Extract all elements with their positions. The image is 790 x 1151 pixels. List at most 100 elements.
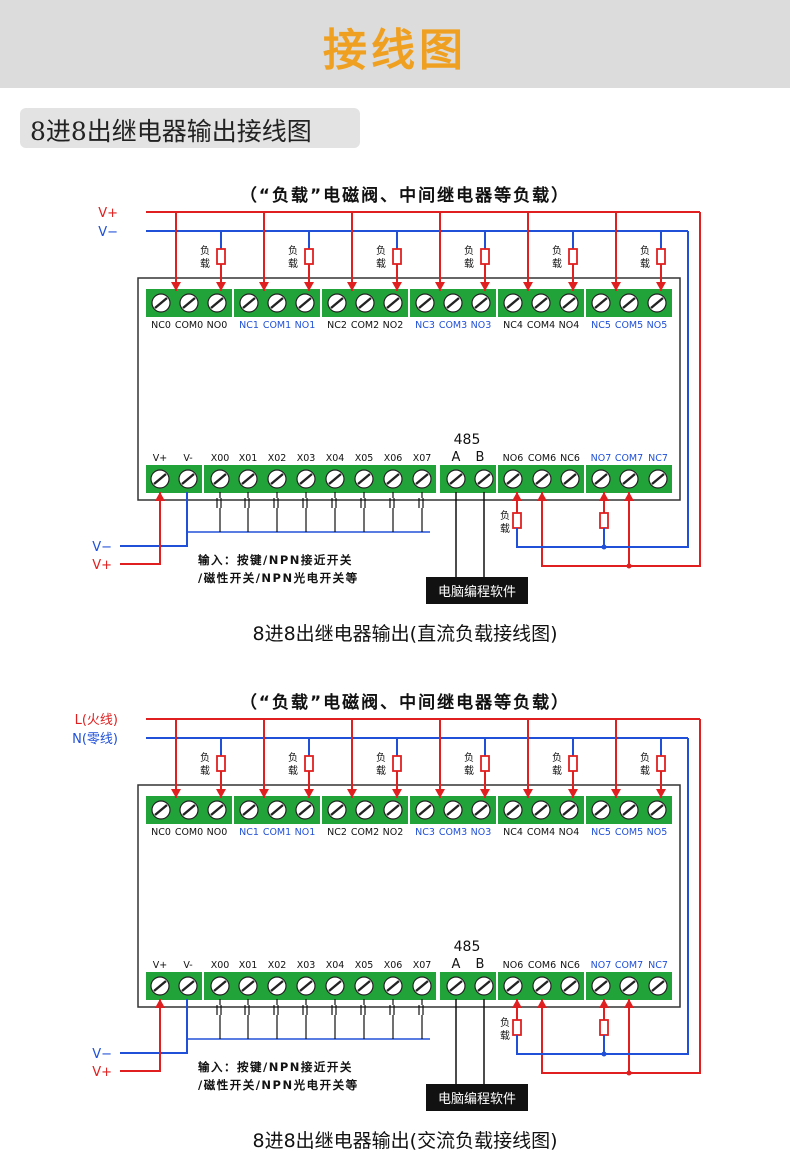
screw-slot	[506, 804, 520, 816]
screw-slot	[330, 804, 344, 816]
screw-slot	[449, 980, 463, 992]
relay-terminal-label: COM1	[263, 827, 291, 838]
load-note: （“负载”电磁阀、中间继电器等负载）	[240, 185, 570, 206]
relay-terminal-label: COM1	[263, 320, 291, 331]
screw-slot	[650, 297, 664, 309]
arrow-up-icon	[624, 492, 634, 501]
input-terminal-label: X07	[413, 453, 432, 464]
input-terminal-label: X03	[297, 453, 316, 464]
screw-slot	[446, 297, 460, 309]
load-label: 负	[552, 244, 562, 257]
screw-slot	[474, 297, 488, 309]
screw-slot	[270, 297, 284, 309]
screw-slot	[358, 297, 372, 309]
relay-terminal-label: COM3	[439, 827, 467, 838]
junction-dot	[601, 544, 607, 550]
relay-terminal-label: NO4	[559, 320, 580, 331]
input-terminal-label: V+	[153, 960, 167, 971]
rs485-a-label: A	[452, 450, 461, 465]
relay-terminal-label: NC2	[327, 827, 347, 838]
load-resistor-icon	[216, 248, 226, 265]
input-terminal-label: X05	[355, 453, 374, 464]
load-note: （“负载”电磁阀、中间继电器等负载）	[240, 692, 570, 713]
relay-terminal-label: NC6	[560, 960, 580, 971]
input-positive-label: V+	[92, 558, 112, 573]
screw-slot	[474, 804, 488, 816]
screw-slot	[270, 473, 284, 485]
load-resistor-icon	[480, 755, 490, 772]
screw-slot	[154, 804, 168, 816]
load-label: 载	[464, 765, 474, 777]
relay-terminal-label: NC5	[591, 827, 611, 838]
input-terminal-label: X01	[239, 453, 258, 464]
arrow-down-icon	[611, 789, 621, 798]
load-resistor-icon	[656, 755, 666, 772]
relay-terminal-label: COM2	[351, 827, 379, 838]
screw-slot	[242, 804, 256, 816]
arrow-down-icon	[480, 789, 490, 798]
load-resistor-icon	[392, 755, 402, 772]
software-box-label: 电脑编程软件	[438, 1092, 516, 1107]
load-label: 载	[376, 258, 386, 270]
relay-terminal-label: NC3	[415, 827, 435, 838]
load-resistor-icon	[216, 755, 226, 772]
rs485-label: 485	[454, 432, 481, 448]
arrow-down-icon	[523, 282, 533, 291]
load-resistor-icon	[512, 1019, 522, 1036]
relay-terminal-label: NO1	[295, 827, 316, 838]
input-note: 输入：按键/NPN接近开关	[198, 553, 353, 567]
load-label: 负	[464, 244, 474, 257]
relay-terminal-label: COM5	[615, 320, 643, 331]
screw-slot	[563, 473, 577, 485]
screw-slot	[563, 980, 577, 992]
relay-terminal-label: NC4	[503, 320, 523, 331]
screw-slot	[358, 804, 372, 816]
load-label: 负	[288, 751, 298, 764]
input-terminal-label: X03	[297, 960, 316, 971]
arrow-up-icon	[512, 492, 522, 501]
relay-terminal-label: COM6	[528, 960, 556, 971]
relay-terminal-label: NC5	[591, 320, 611, 331]
relay-terminal-label: COM7	[615, 453, 643, 464]
screw-slot	[622, 980, 636, 992]
load-label: 负	[500, 509, 510, 522]
screw-slot	[449, 473, 463, 485]
header-band	[0, 0, 790, 88]
screw-slot	[386, 980, 400, 992]
screw-slot	[415, 473, 429, 485]
screw-slot	[270, 980, 284, 992]
page-title: 接线图	[323, 25, 467, 76]
relay-terminal-label: NC0	[151, 320, 171, 331]
arrow-down-icon	[435, 789, 445, 798]
load-resistor-icon	[656, 248, 666, 265]
screw-slot	[506, 297, 520, 309]
relay-terminal-label: NC7	[648, 960, 668, 971]
input-positive-label: V+	[92, 1065, 112, 1080]
load-label: 载	[640, 765, 650, 777]
relay-terminal-label: NO2	[383, 320, 404, 331]
screw-slot	[506, 980, 520, 992]
load-label: 载	[500, 523, 510, 535]
rail-positive-label: L(火线)	[75, 713, 118, 728]
screw-slot	[534, 804, 548, 816]
arrow-up-icon	[537, 492, 547, 501]
arrow-up-icon	[624, 999, 634, 1008]
relay-terminal-label: NO7	[591, 960, 612, 971]
relay-terminal-label: NC6	[560, 453, 580, 464]
arrow-down-icon	[523, 789, 533, 798]
load-label: 载	[640, 258, 650, 270]
arrow-down-icon	[304, 789, 314, 798]
screw-slot	[181, 980, 195, 992]
input-terminal-label: X06	[384, 453, 403, 464]
relay-terminal-label: NO5	[647, 320, 668, 331]
screw-slot	[357, 980, 371, 992]
load-label: 负	[464, 751, 474, 764]
arrow-up-icon	[537, 999, 547, 1008]
load-resistor-icon	[568, 755, 578, 772]
load-label: 负	[552, 751, 562, 764]
rail-negative-label: V−	[98, 225, 118, 240]
input-positive-wire	[120, 999, 161, 1072]
junction-dot	[601, 1051, 607, 1057]
screw-slot	[622, 297, 636, 309]
relay-terminal-label: NO7	[591, 453, 612, 464]
